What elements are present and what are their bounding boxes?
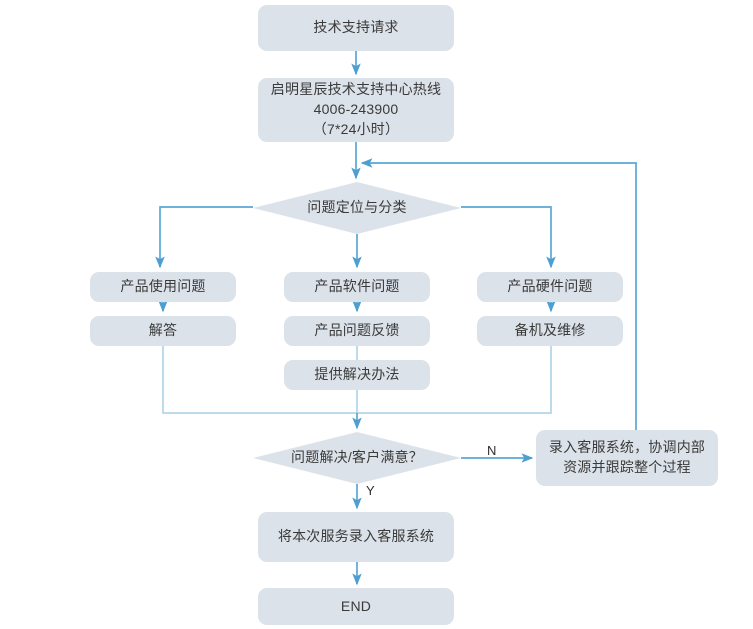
node-hardware-issue-label: 产品硬件问题: [507, 278, 593, 295]
diamond-shape-icon: [253, 432, 461, 484]
node-problem-feedback[interactable]: 产品问题反馈: [284, 316, 430, 346]
node-log-service[interactable]: 将本次服务录入客服系统: [258, 512, 454, 562]
edge-label-yes: Y: [366, 483, 375, 498]
node-provide-solution[interactable]: 提供解决办法: [284, 360, 430, 390]
node-hotline-label: 启明星辰技术支持中心热线 4006-243900 （7*24小时）: [270, 81, 442, 137]
node-software-issue[interactable]: 产品软件问题: [284, 272, 430, 302]
node-end-label: END: [340, 597, 372, 614]
node-escalate[interactable]: 录入客服系统，协调内部 资源并跟踪整个过程: [536, 430, 718, 486]
node-provide-solution-label: 提供解决办法: [314, 366, 400, 383]
node-software-issue-label: 产品软件问题: [314, 278, 400, 295]
node-resolved-check-label: 问题解决/客户满意？: [291, 449, 423, 466]
node-triage-label: 问题定位与分类: [307, 199, 407, 216]
node-usage-issue-label: 产品使用问题: [120, 278, 206, 295]
node-triage[interactable]: 问题定位与分类: [253, 182, 461, 234]
diamond-shape-icon: [253, 182, 461, 234]
node-hardware-issue[interactable]: 产品硬件问题: [477, 272, 623, 302]
node-escalate-label: 录入客服系统，协调内部 资源并跟踪整个过程: [548, 439, 706, 475]
node-log-service-label: 将本次服务录入客服系统: [277, 528, 435, 545]
node-start-label: 技术支持请求: [313, 19, 399, 36]
node-usage-issue[interactable]: 产品使用问题: [90, 272, 236, 302]
node-problem-feedback-label: 产品问题反馈: [314, 322, 400, 339]
edge-label-no: N: [487, 443, 497, 458]
edge-triage-to-hardware: [461, 206, 556, 269]
node-start[interactable]: 技术支持请求: [258, 5, 454, 51]
node-hotline[interactable]: 启明星辰技术支持中心热线 4006-243900 （7*24小时）: [258, 78, 454, 142]
node-spare-repair[interactable]: 备机及维修: [477, 316, 623, 346]
node-answer[interactable]: 解答: [90, 316, 236, 346]
node-resolved-check[interactable]: 问题解决/客户满意？: [253, 432, 461, 484]
node-spare-repair-label: 备机及维修: [514, 322, 586, 339]
node-answer-label: 解答: [148, 322, 178, 339]
edge-triage-to-usage: [155, 206, 253, 269]
node-end[interactable]: END: [258, 588, 454, 625]
